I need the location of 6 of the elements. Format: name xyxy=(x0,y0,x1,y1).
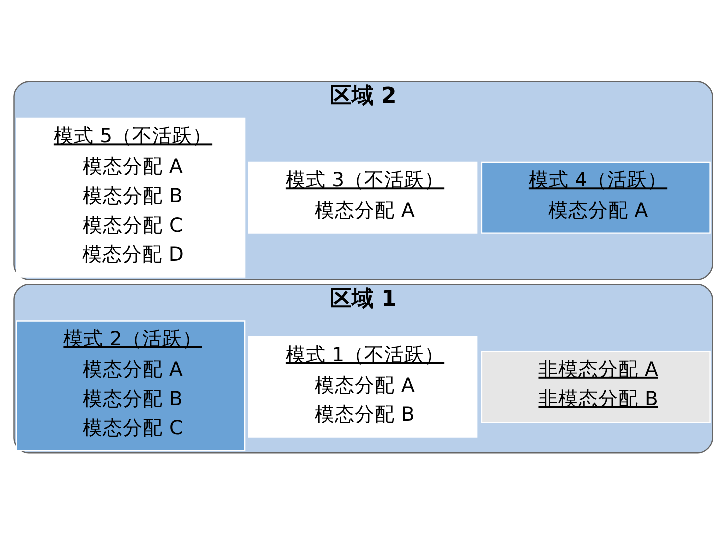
node-box: 非模态分配 A 非模态分配 B xyxy=(480,351,710,424)
node-box: 模式 5（不活跃） 模态分配 A 模态分配 B 模态分配 C 模态分配 D xyxy=(16,118,246,278)
node-box: 模式 1（不活跃） 模态分配 A 模态分配 B xyxy=(248,336,478,438)
node-box: 模式 3（不活跃） 模态分配 A xyxy=(248,162,478,234)
node-box: 模式 2（活跃） 模态分配 A 模态分配 B 模态分配 C xyxy=(16,320,246,452)
node-box: 模式 4（活跃） 模态分配 A xyxy=(480,162,710,234)
